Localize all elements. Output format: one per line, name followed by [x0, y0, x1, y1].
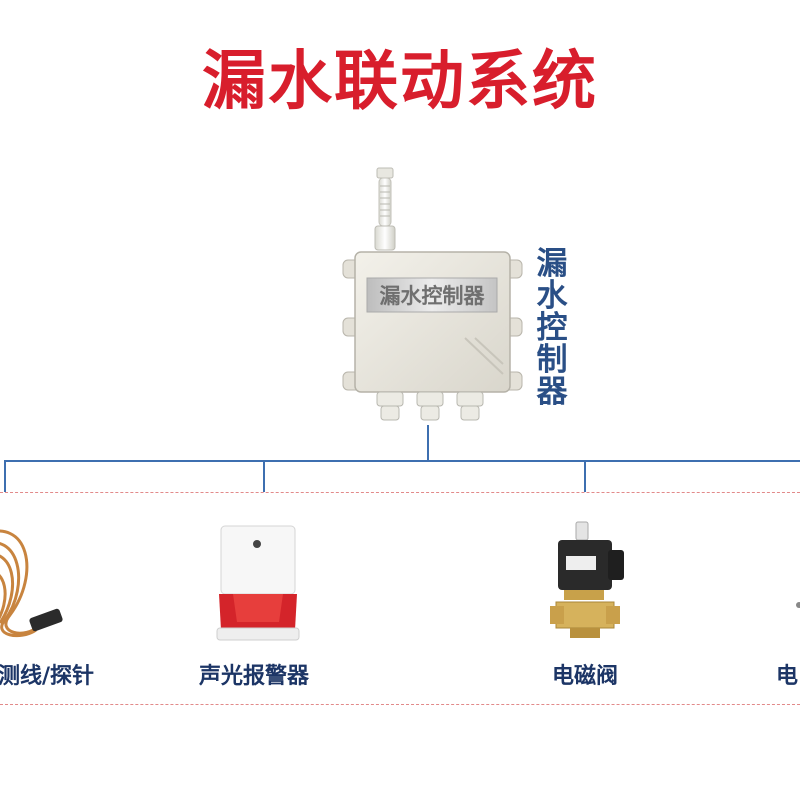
- device-row-bottom-border: [0, 704, 800, 705]
- device-label-1: 测线/探针: [0, 664, 95, 689]
- controller-side-label: 漏水控制器: [536, 246, 568, 410]
- device-row-top-border: [0, 492, 800, 493]
- partially-visible-device-icon: [796, 602, 800, 608]
- leak-controller-icon: 漏水控制器: [342, 167, 523, 421]
- device-label-4: 电: [776, 664, 799, 689]
- device-label-2: 声光报警器: [199, 664, 310, 689]
- device-label-3: 电磁阀: [552, 664, 619, 689]
- water-leak-sensing-cable-icon: [0, 529, 63, 638]
- strobe-siren-alarm-icon: [216, 525, 300, 641]
- diagram-title: 漏水联动系统: [202, 45, 598, 119]
- controller-box-label: 漏水控制器: [380, 284, 486, 308]
- solenoid-valve-icon: [550, 521, 624, 638]
